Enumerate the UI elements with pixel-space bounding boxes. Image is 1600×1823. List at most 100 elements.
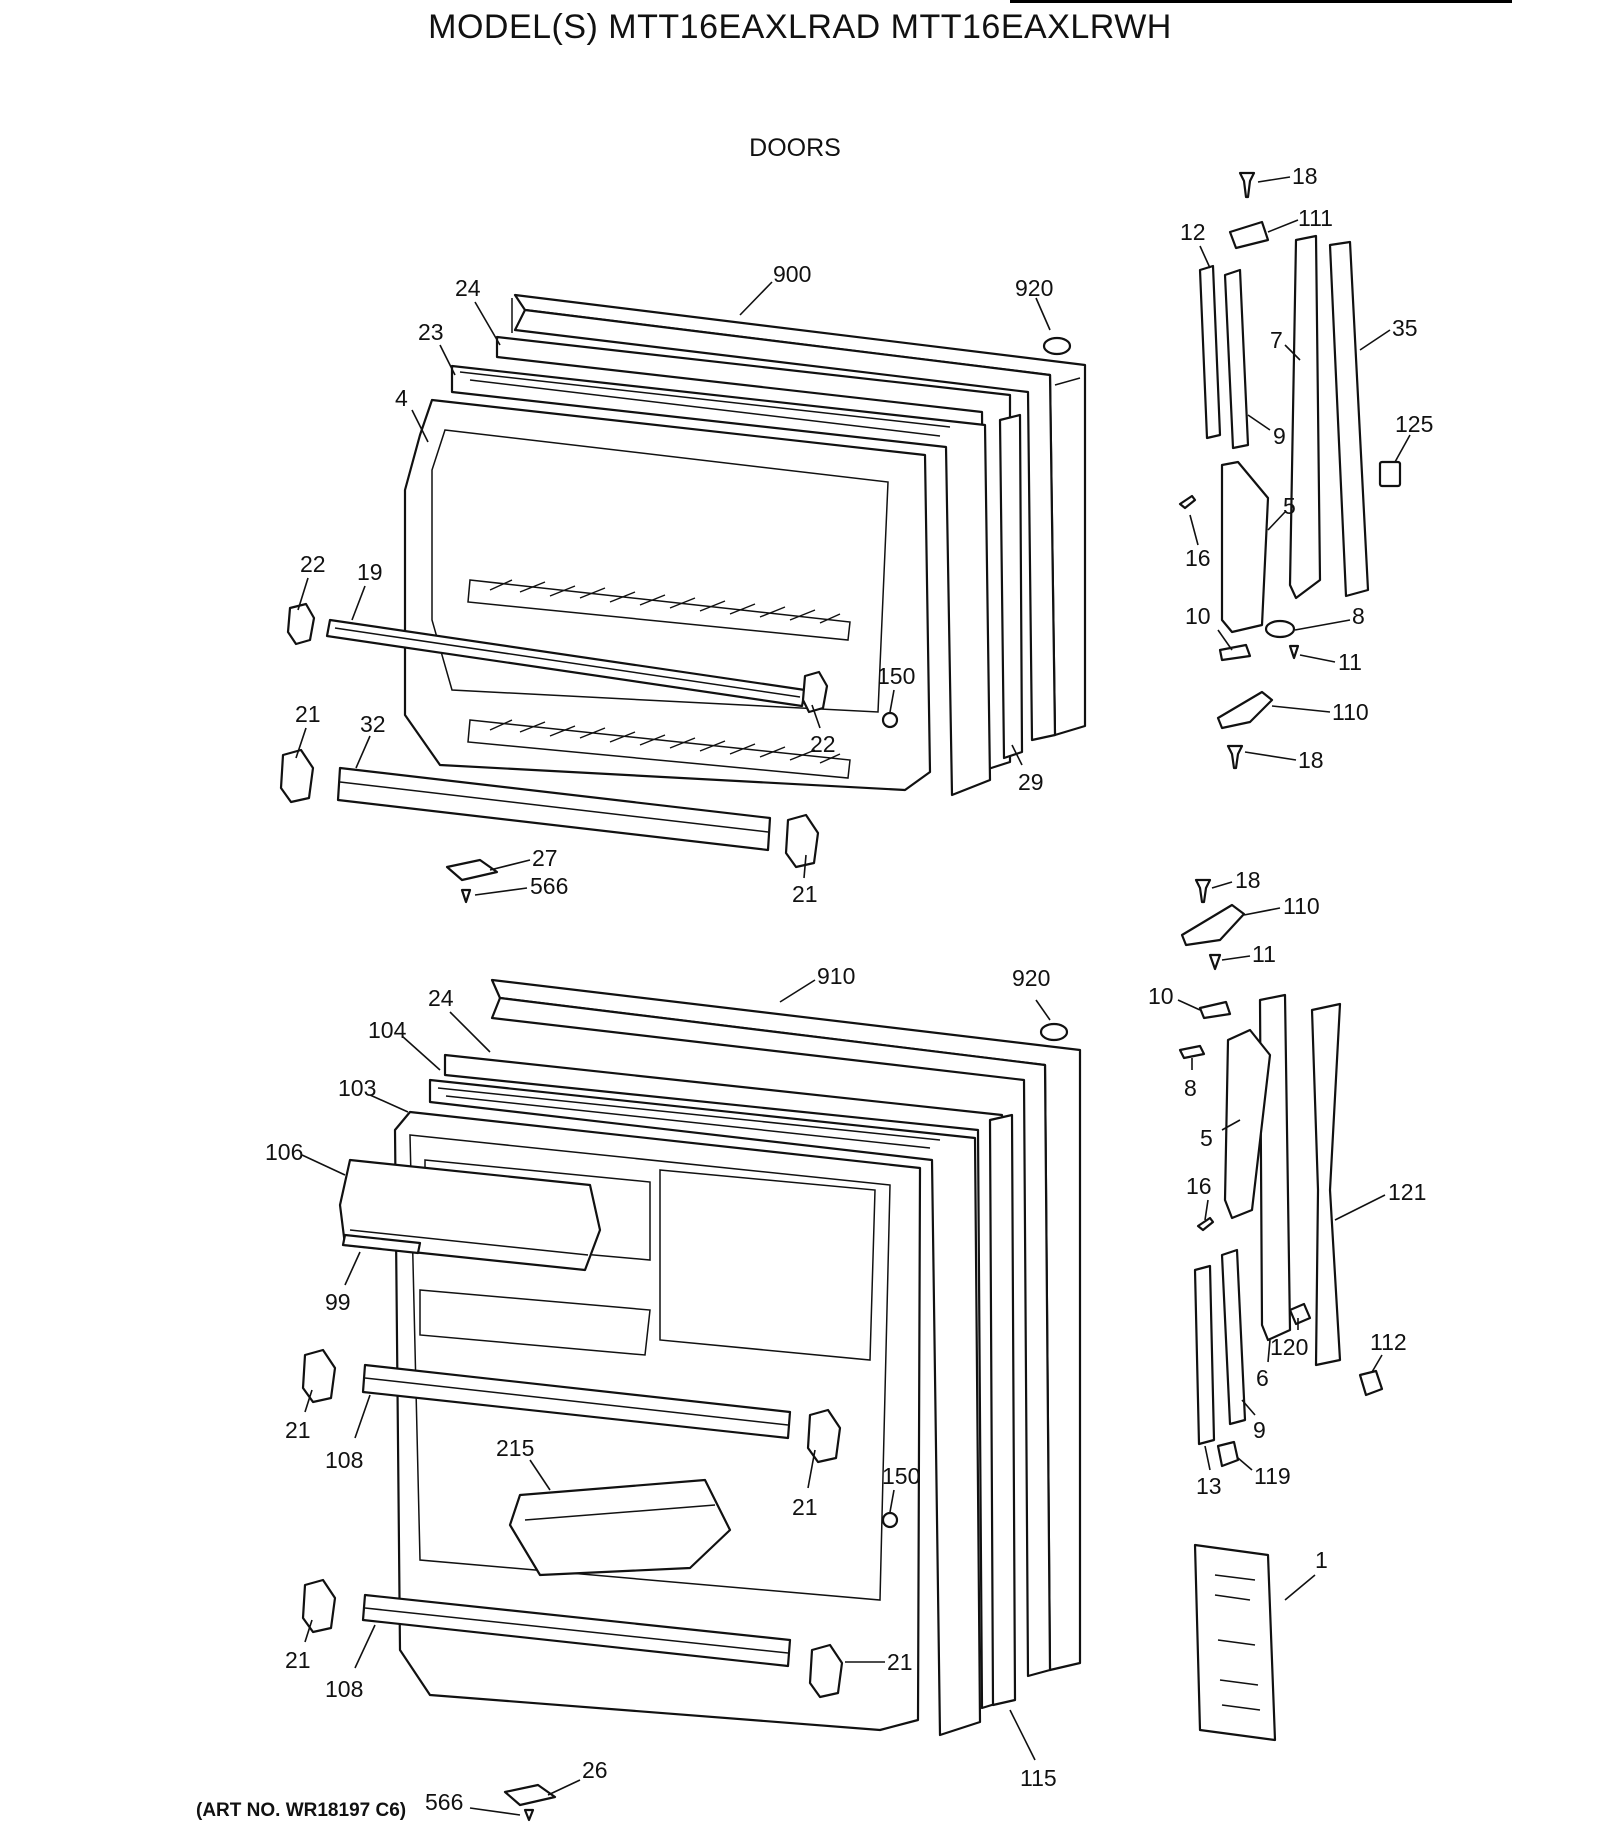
callout-9-a: 9 <box>1273 423 1286 449</box>
callout-16-b: 16 <box>1186 1173 1212 1199</box>
freezer-plug-920 <box>1042 336 1072 356</box>
hinge-pad-26 <box>503 1783 557 1807</box>
fresh-food-plug-920 <box>1039 1022 1069 1042</box>
freezer-bracket-21-left <box>279 748 315 804</box>
fresh-food-liner-104 <box>428 1078 982 1737</box>
callout-110-b: 110 <box>1283 893 1320 919</box>
callout-150-top: 150 <box>877 663 915 689</box>
hinge-111 <box>1228 220 1270 250</box>
freezer-shelf-bar-32 <box>336 766 772 852</box>
callout-566-bottom: 566 <box>425 1789 463 1815</box>
callout-21-right: 21 <box>792 881 818 907</box>
freezer-hinge-callouts: 18 111 12 7 35 125 9 5 16 10 8 11 110 18 <box>1180 163 1433 773</box>
callout-21-c: 21 <box>285 1647 311 1673</box>
screw-18-c <box>1194 878 1212 904</box>
freezer-strip-29 <box>998 413 1024 760</box>
fresh-food-bracket-21-a <box>301 1348 337 1404</box>
strip-9-a <box>1223 268 1250 450</box>
model-line: MODEL(S) MTT16EAXLRAD MTT16EAXLRWH <box>428 8 1172 46</box>
callout-1: 1 <box>1315 1547 1328 1573</box>
screw-11-a <box>1288 644 1300 660</box>
freezer-inner-liner-4 <box>403 398 932 792</box>
freezer-hinge-pad-27 <box>445 858 499 882</box>
callout-150-bottom: 150 <box>882 1463 920 1489</box>
cover-125 <box>1378 460 1402 488</box>
callout-108-b: 108 <box>325 1676 363 1702</box>
callout-125: 125 <box>1395 411 1433 437</box>
trim-121 <box>1310 1002 1342 1367</box>
freezer-hinge-parts <box>1178 171 1402 770</box>
callout-18-c: 18 <box>1235 867 1261 893</box>
callout-26: 26 <box>582 1757 608 1783</box>
callout-24-bottom: 24 <box>428 985 454 1011</box>
callout-8-a: 8 <box>1352 603 1365 629</box>
fresh-food-bracket-21-d <box>808 1643 844 1699</box>
freezer-screw-150 <box>881 711 899 729</box>
freezer-door-callouts: 900 920 24 23 4 22 19 21 32 150 22 29 27… <box>295 261 1053 907</box>
callout-5-b: 5 <box>1200 1125 1213 1151</box>
trim-35 <box>1328 240 1370 598</box>
fresh-food-hinge-parts <box>1178 878 1384 1742</box>
callout-18-b: 18 <box>1298 747 1324 773</box>
bushing-8-a <box>1264 619 1296 639</box>
callout-11-b: 11 <box>1252 941 1276 967</box>
dairy-door-trim-99 <box>341 1233 422 1255</box>
callout-900: 900 <box>773 261 811 287</box>
strip-13 <box>1193 1264 1216 1446</box>
callout-21-d: 21 <box>887 1649 913 1675</box>
strip-12 <box>1198 264 1222 440</box>
hinge-110-b <box>1180 903 1246 947</box>
callout-99: 99 <box>325 1289 351 1315</box>
callout-27: 27 <box>532 845 558 871</box>
callout-22-left: 22 <box>300 551 326 577</box>
freezer-door-assembly <box>279 293 1087 904</box>
freezer-bracket-22-right <box>801 670 829 714</box>
callout-18-a: 18 <box>1292 163 1318 189</box>
screw-11-b <box>1208 953 1222 971</box>
art-number: (ART NO. WR18197 C6) <box>196 1800 407 1821</box>
callout-6: 6 <box>1256 1365 1269 1391</box>
fresh-food-gasket-24 <box>443 1053 1010 1710</box>
callout-112: 112 <box>1370 1329 1407 1355</box>
fresh-food-strip-115 <box>988 1113 1017 1707</box>
shim-10-b <box>1198 1000 1232 1020</box>
callout-35: 35 <box>1392 315 1418 341</box>
callout-910: 910 <box>817 963 855 989</box>
callout-120: 120 <box>1270 1334 1308 1360</box>
fresh-food-bracket-21-b <box>806 1408 842 1464</box>
section-title: DOORS <box>749 134 841 162</box>
callout-16-a: 16 <box>1185 545 1211 571</box>
fresh-food-bracket-21-c <box>301 1578 337 1634</box>
callout-121: 121 <box>1388 1179 1426 1205</box>
callout-19: 19 <box>357 559 383 585</box>
callout-115: 115 <box>1020 1765 1057 1791</box>
fresh-food-hinge-callouts: 18 110 11 10 8 5 16 121 120 6 112 9 13 1… <box>1148 867 1426 1601</box>
callout-21-left: 21 <box>295 701 321 727</box>
freezer-bracket-22-left <box>286 602 316 646</box>
hinge-cover-5-b <box>1223 1028 1272 1220</box>
screw-18-b <box>1226 744 1244 770</box>
clip-119 <box>1216 1440 1240 1468</box>
callout-104: 104 <box>368 1017 407 1043</box>
screw-566-b <box>523 1808 535 1822</box>
callout-22-right: 22 <box>810 731 836 757</box>
freezer-liner-23 <box>450 364 992 797</box>
callout-106: 106 <box>265 1139 303 1165</box>
screw-16-a <box>1178 494 1197 510</box>
freezer-shelf-hatching <box>467 579 851 779</box>
callout-21-b: 21 <box>792 1494 818 1520</box>
egg-bin-215 <box>508 1478 732 1577</box>
callout-29: 29 <box>1018 769 1044 795</box>
callout-9-b: 9 <box>1253 1417 1266 1443</box>
shim-10-a <box>1218 643 1252 662</box>
screw-18-a <box>1238 171 1256 199</box>
screw-16-b <box>1196 1216 1215 1232</box>
callout-7: 7 <box>1270 327 1283 353</box>
callout-8-b: 8 <box>1184 1075 1197 1101</box>
fresh-food-screw-150 <box>881 1511 899 1529</box>
callout-103: 103 <box>338 1075 376 1101</box>
hinge-7 <box>1288 234 1322 600</box>
callout-119: 119 <box>1254 1463 1291 1489</box>
freezer-bracket-21-right <box>784 813 820 869</box>
